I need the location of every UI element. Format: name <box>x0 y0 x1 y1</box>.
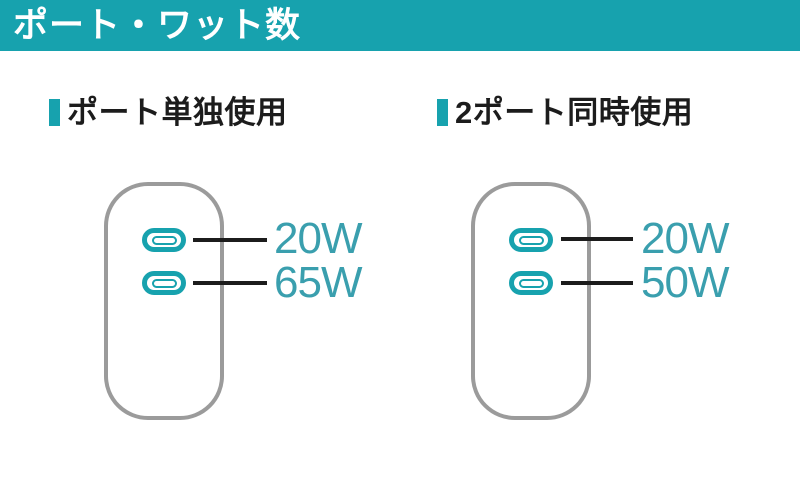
watt-label: 50W <box>641 258 729 307</box>
section-heading-label: 2ポート同時使用 <box>455 94 694 130</box>
usb-c-port-icon <box>509 271 553 295</box>
section-heading-dual-port-use: 2ポート同時使用 <box>437 95 693 129</box>
header-banner: ポート・ワット数 <box>0 0 800 51</box>
section-heading-label: ポート単独使用 <box>67 94 288 130</box>
watt-label: 20W <box>274 214 362 263</box>
charger-outline <box>471 182 591 420</box>
section-heading-single-port-use: ポート単独使用 <box>49 95 288 129</box>
usb-c-port-icon <box>509 228 553 252</box>
usb-c-pin-slot <box>151 235 177 245</box>
section-bullet-icon <box>49 98 60 126</box>
usb-c-port-icon <box>142 271 186 295</box>
connector-line <box>193 238 267 242</box>
watt-label: 20W <box>641 214 729 263</box>
section-bullet-icon <box>437 98 448 126</box>
connector-line <box>193 281 267 285</box>
watt-label: 65W <box>274 258 362 307</box>
usb-c-pin-slot <box>518 278 544 288</box>
usb-c-port-icon <box>142 228 186 252</box>
connector-line <box>561 281 633 285</box>
page-title: ポート・ワット数 <box>13 6 302 45</box>
connector-line <box>561 237 633 241</box>
usb-c-pin-slot <box>151 278 177 288</box>
charger-outline <box>104 182 224 420</box>
usb-c-pin-slot <box>518 235 544 245</box>
